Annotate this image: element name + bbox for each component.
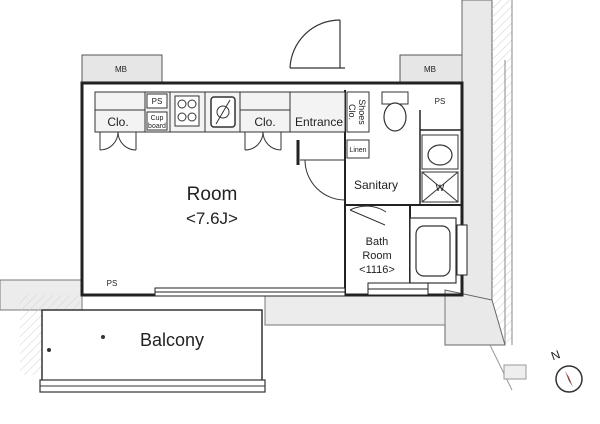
shoes-label-line1: Shoes: [357, 99, 367, 125]
cupboard-label-line2: board: [148, 123, 166, 130]
entrance-door: [289, 19, 345, 69]
room-name-label: Room: [187, 184, 238, 205]
ps-bottom-label: PS: [107, 279, 118, 288]
sanitary-label: Sanitary: [354, 178, 398, 192]
balcony-area: [39, 309, 266, 393]
compass-icon: N: [549, 347, 583, 393]
toilet-icon: [381, 91, 409, 132]
mb-right-label: MB: [424, 65, 436, 74]
bathtub-icon: [409, 217, 457, 284]
bath-label-line2: Room: [362, 250, 391, 262]
fixture-labels: Clo. Clo. Cup board PS PS PS MB MB Linen…: [107, 65, 446, 288]
shoes-closet: [346, 91, 370, 159]
ps-top-label: PS: [152, 97, 163, 106]
stove-icon: [174, 95, 200, 127]
cupboard-label-line1: Cup: [151, 115, 164, 122]
room-labels: Room <7.6J> Balcony Entrance Sanitary Ba…: [140, 115, 398, 350]
bath-door: [349, 205, 387, 226]
washer-pan-icon: [421, 171, 459, 203]
bath-label-line1: Bath: [366, 236, 389, 248]
kitchen-sink-icon: [210, 96, 236, 128]
clo-left-label: Clo.: [107, 115, 128, 129]
room-size-label: <7.6J>: [186, 209, 238, 228]
compass-north-label: N: [549, 347, 562, 363]
linen-label: Linen: [349, 147, 366, 154]
sanitary-door: [300, 159, 346, 201]
ps-right-label: PS: [435, 97, 446, 106]
washer-label: W: [436, 183, 445, 193]
entrance-label: Entrance: [295, 115, 343, 129]
balcony-label: Balcony: [140, 330, 204, 350]
shoes-label-line2: Clo.: [347, 104, 357, 120]
mb-left-label: MB: [115, 65, 127, 74]
bath-size-label: <1116>: [359, 264, 395, 276]
wash-basin-icon: [421, 134, 459, 170]
closet-doors: [99, 131, 282, 151]
clo-right-label: Clo.: [254, 115, 275, 129]
